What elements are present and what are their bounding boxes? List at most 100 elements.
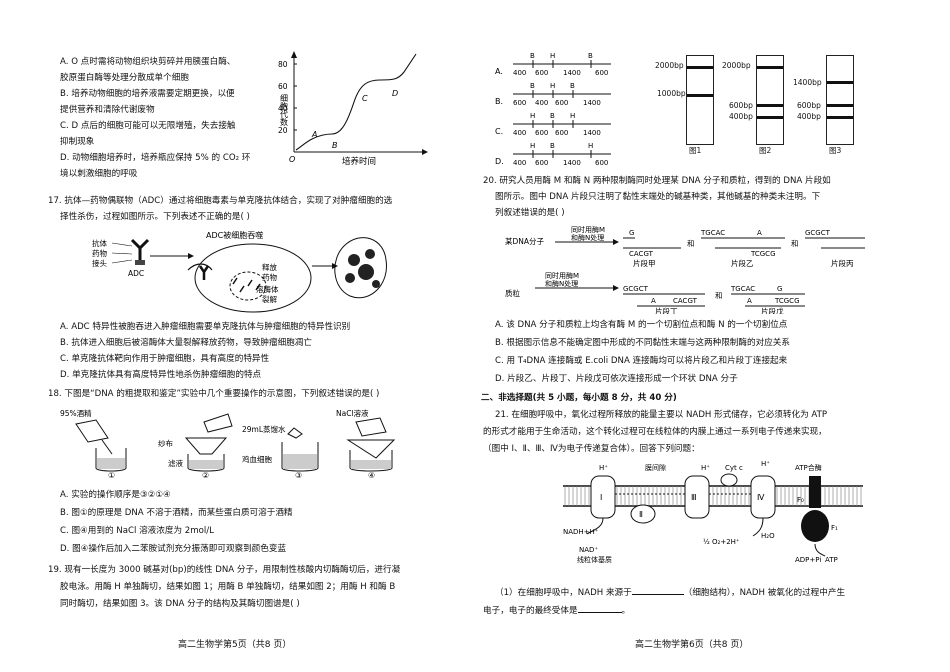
svg-text:1400: 1400 xyxy=(563,159,581,167)
point-d-label: D xyxy=(392,89,398,98)
lysosome xyxy=(229,271,267,301)
svg-text:600: 600 xyxy=(535,159,548,167)
answer-blank-2[interactable] xyxy=(577,604,622,613)
adc-diagram: 抗体 药物 接头 ADC ADC被细胞吞噬 释放 药物 溶酶体 裂解 xyxy=(92,230,387,313)
drug-label: 药物 xyxy=(92,248,107,258)
q20-stem-line3: 列叙述错误的是( ) xyxy=(495,208,565,218)
answer-blank-1[interactable] xyxy=(631,586,684,595)
complex-1 xyxy=(590,475,616,519)
point-a-label: A xyxy=(311,130,317,139)
gel-1 xyxy=(686,55,714,145)
q17-option-b: B. 抗体进入细胞后被溶酶体大量裂解释放药物，导致肿瘤细胞凋亡 xyxy=(60,338,312,348)
svg-text:TCGCG: TCGCG xyxy=(750,250,776,258)
nacl-label: NaCl溶液 xyxy=(336,408,369,418)
svg-text:片段丙: 片段丙 xyxy=(831,258,854,268)
gel-band xyxy=(757,104,783,107)
section2-title: 二、非选择题(共 5 小题，每小题 8 分，共 40 分) xyxy=(481,393,677,403)
svg-text:D.: D. xyxy=(495,157,504,166)
q16-option-c-line2: 抑制现象 xyxy=(60,137,95,147)
svg-text:GCGCT: GCGCT xyxy=(805,229,831,237)
q21-stem-line1: 21. 在细胞呼吸中，氧化过程所释放的能量主要以 NADH 形式储存，它必须转化… xyxy=(495,410,828,420)
svg-text:H: H xyxy=(570,112,575,120)
svg-text:H⁺: H⁺ xyxy=(761,460,770,468)
svg-text:和: 和 xyxy=(791,239,799,248)
svg-text:B.: B. xyxy=(495,97,503,106)
y-axis-arrow xyxy=(291,51,297,58)
gel-band xyxy=(827,104,853,107)
pointer xyxy=(111,242,133,247)
svg-text:H⁺: H⁺ xyxy=(599,464,608,472)
gel-band xyxy=(757,116,783,119)
release-label-1: 释放 xyxy=(262,262,277,272)
svg-text:和: 和 xyxy=(687,239,695,248)
q16-option-a-line2: 胶原蛋白酶等处理分散成单个细胞 xyxy=(60,73,189,83)
q21-sub1-text-d: 。 xyxy=(621,606,631,616)
y-tick-label: 60 xyxy=(278,82,288,91)
gel2-band-label: 600bp xyxy=(729,101,753,110)
step3-number: ③ xyxy=(295,471,302,480)
svg-text:A: A xyxy=(757,229,762,237)
svg-text:1400: 1400 xyxy=(563,69,581,77)
svg-text:和: 和 xyxy=(715,291,723,300)
blood-label: 鸡血细胞 xyxy=(242,454,272,464)
svg-text:B: B xyxy=(550,142,555,150)
svg-text:H: H xyxy=(550,82,555,90)
svg-text:400: 400 xyxy=(513,129,526,137)
svg-text:TGCAC: TGCAC xyxy=(730,285,755,293)
release-label-2: 药物 xyxy=(262,272,277,282)
gauze-label: 纱布 xyxy=(158,438,173,448)
bound-adc xyxy=(198,265,210,280)
q17-stem-line1: 17. 抗体—药物偶联物（ADC）通过将细胞毒素与单克隆抗体结合，实现了对肿瘤细… xyxy=(48,196,393,206)
step3-setup xyxy=(281,427,319,472)
svg-text:1400: 1400 xyxy=(583,99,601,107)
y-axis-label: 细胞代数 xyxy=(280,93,289,127)
svg-text:400: 400 xyxy=(513,159,526,167)
q21-sub1-line1: （1）在细胞呼吸中，NADH 来源于（细胞结构），NADH 被氧化的过程中产生 xyxy=(495,586,845,599)
q20-option-d: D. 片段乙、片段丁、片段戊可依次连接形成一个环状 DNA 分子 xyxy=(495,374,738,384)
svg-text:TGCAC: TGCAC xyxy=(700,229,725,237)
x-axis-arrow xyxy=(422,149,428,155)
restriction-maps: A. B H B 400 600 1400 600 B. B H B 600 4… xyxy=(495,52,611,167)
adc-label: ADC xyxy=(128,269,144,278)
left-page: A. O 点时需将动物组织块剪碎并用胰蛋白酶、 胶原蛋白酶等处理分散成单个细胞 … xyxy=(48,51,428,650)
cyt-c xyxy=(720,473,738,487)
map-b: B. B H B 600 400 600 1400 xyxy=(495,82,611,107)
svg-text:G: G xyxy=(777,285,782,293)
atp-synthase-f1 xyxy=(801,510,829,542)
svg-text:和酶N处理: 和酶N处理 xyxy=(545,279,578,288)
receptor xyxy=(187,263,213,271)
x-axis-label: 培养时间 xyxy=(342,156,376,167)
origin-label: O xyxy=(289,155,295,164)
svg-text:H: H xyxy=(530,142,535,150)
svg-text:某DNA分子: 某DNA分子 xyxy=(505,237,545,246)
dna-row: 某DNA分子 同时用酶M 和酶N处理 G CACGT 片段甲 和 TGCAC A… xyxy=(505,225,865,268)
svg-text:NADH+H⁺: NADH+H⁺ xyxy=(563,528,599,536)
filtrate-label: 滤液 xyxy=(168,458,183,468)
svg-text:片段丁: 片段丁 xyxy=(655,306,678,314)
gel2-band-label: 400bp xyxy=(729,112,753,121)
svg-text:600: 600 xyxy=(555,99,568,107)
q20-stem-line1: 20. 研究人员用酶 M 和酶 N 两种限制酶同时处理某 DNA 分子和质粒，得… xyxy=(483,176,831,186)
point-b-label: B xyxy=(332,141,338,150)
gel1-band-label: 2000bp xyxy=(655,61,684,70)
q20-option-a: A. 该 DNA 分子和质粒上均含有酶 M 的一个切割位点和酶 N 的一个切割位… xyxy=(495,320,788,330)
svg-text:400: 400 xyxy=(535,99,548,107)
q18-stem: 18. 下图是“DNA 的粗提取和鉴定”实验中几个重要操作的示意图，下列叙述错误… xyxy=(48,389,380,399)
svg-text:Ⅱ: Ⅱ xyxy=(639,510,643,519)
map-d: D. H B H 400 600 1400 600 xyxy=(495,142,611,167)
gel3-title: 图3 xyxy=(829,146,842,155)
complex-2 xyxy=(630,504,656,524)
q19-stem-line3: 同时酶切，结果如图 3。该 DNA 分子的结构及其酶切图谱是( ) xyxy=(60,599,300,609)
q17-option-a: A. ADC 特异性被胞吞进入肿瘤细胞需要单克隆抗体与肿瘤细胞的特异性识别 xyxy=(60,322,351,332)
svg-text:H: H xyxy=(550,52,555,60)
svg-text:Ⅲ: Ⅲ xyxy=(691,493,697,502)
svg-text:A.: A. xyxy=(495,67,503,76)
left-footer: 高二生物学第5页（共8 页） xyxy=(178,640,292,650)
svg-text:A: A xyxy=(747,297,752,305)
svg-text:600: 600 xyxy=(513,99,526,107)
svg-text:600: 600 xyxy=(535,69,548,77)
q17-stem-line2: 择性杀伤，过程如图所示。下列表述不正确的是( ) xyxy=(60,212,250,222)
growth-curve-chart: 20 40 60 80 O 培养时间 细胞代数 细胞代数 A B C D xyxy=(278,51,428,167)
q20-stem-line2: 图所示。图中 DNA 片段只注明了黏性末端处的碱基种类，其他碱基的种类未注明。下 xyxy=(495,192,821,202)
svg-text:H: H xyxy=(530,112,535,120)
